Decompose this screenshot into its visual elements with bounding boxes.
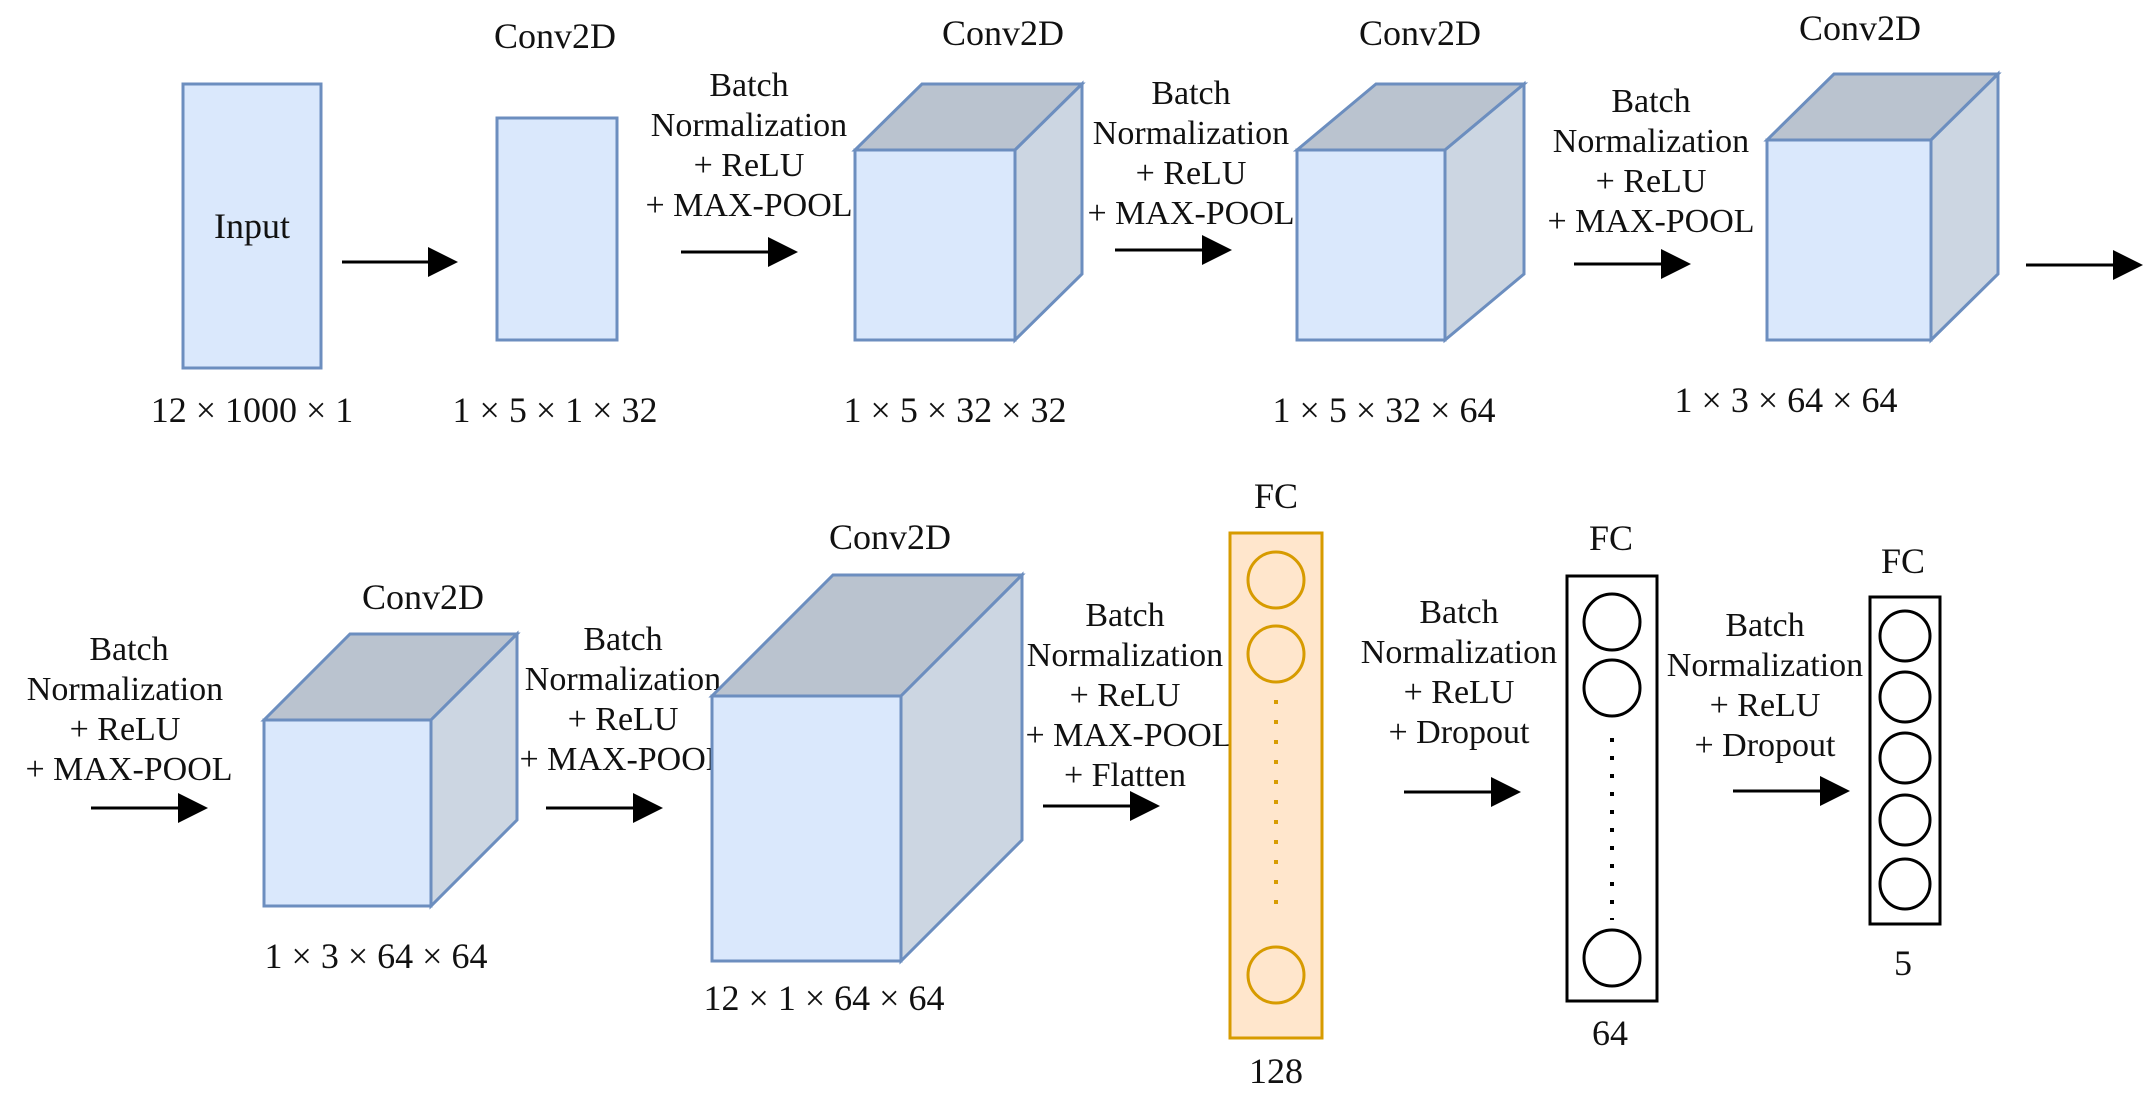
op7-label: Batch Normalization + ReLU + Dropout (1361, 594, 1557, 751)
fc3-neuron (1878, 609, 1932, 663)
op1-label: Batch Normalization + ReLU + MAX-POOL (645, 67, 852, 224)
conv2-cube (851, 80, 1086, 344)
svg-text:Normalization: Normalization (525, 661, 721, 698)
fc1-neuron (1246, 624, 1306, 684)
svg-text:Batch: Batch (89, 631, 168, 668)
conv2-dims: 1 × 5 × 32 × 32 (844, 390, 1067, 430)
fc3-neuron (1878, 793, 1932, 847)
conv1-dims: 1 × 5 × 1 × 32 (453, 390, 658, 430)
svg-text:+ MAX-POOL: + MAX-POOL (519, 741, 726, 778)
svg-text:Batch: Batch (1611, 83, 1690, 120)
conv3-title: Conv2D (1359, 13, 1481, 53)
svg-text:+ ReLU: + ReLU (1596, 163, 1707, 200)
input-block: Input (181, 82, 323, 370)
svg-text:Batch: Batch (583, 621, 662, 658)
fc3-layer (1868, 595, 1942, 926)
conv3-dims: 1 × 5 × 32 × 64 (1273, 390, 1496, 430)
fc1-neuron (1246, 945, 1306, 1005)
op6-label: Batch Normalization + ReLU + MAX-POOL + … (1025, 597, 1232, 794)
input-label: Input (214, 206, 290, 246)
fc3-neuron (1878, 731, 1932, 785)
svg-text:Batch: Batch (709, 67, 788, 104)
fc2-units: 64 (1592, 1013, 1628, 1053)
conv6-cube (708, 571, 1026, 965)
svg-text:Normalization: Normalization (1553, 123, 1749, 160)
fc2-neuron (1582, 928, 1642, 988)
svg-text:+ Dropout: + Dropout (1695, 727, 1837, 764)
fc3-units: 5 (1894, 943, 1912, 983)
svg-text:+ ReLU: + ReLU (70, 711, 181, 748)
op5-label: Batch Normalization + ReLU + MAX-POOL (519, 621, 726, 778)
input-dims: 12 × 1000 × 1 (151, 390, 354, 430)
svg-text:Normalization: Normalization (1093, 115, 1289, 152)
conv5-dims: 1 × 3 × 64 × 64 (265, 936, 488, 976)
svg-text:Normalization: Normalization (1667, 647, 1863, 684)
svg-text:Normalization: Normalization (27, 671, 223, 708)
conv1-title: Conv2D (494, 16, 616, 56)
fc3-neuron (1878, 670, 1932, 724)
conv1-block (495, 116, 619, 342)
svg-text:+ Dropout: + Dropout (1389, 714, 1531, 751)
svg-text:+ ReLU: + ReLU (1136, 155, 1247, 192)
fc1-title: FC (1254, 476, 1298, 516)
conv6-title: Conv2D (829, 517, 951, 557)
svg-text:+ ReLU: + ReLU (1710, 687, 1821, 724)
conv4-title: Conv2D (1799, 8, 1921, 48)
op8-label: Batch Normalization + ReLU + Dropout (1667, 607, 1863, 764)
fc2-title: FC (1589, 518, 1633, 558)
conv2-title: Conv2D (942, 13, 1064, 53)
svg-text:+ ReLU: + ReLU (694, 147, 805, 184)
svg-text:Normalization: Normalization (651, 107, 847, 144)
fc1-units: 128 (1249, 1051, 1303, 1091)
svg-text:Batch: Batch (1725, 607, 1804, 644)
svg-text:Normalization: Normalization (1027, 637, 1223, 674)
conv6-dims: 12 × 1 × 64 × 64 (704, 978, 945, 1018)
svg-text:+ Flatten: + Flatten (1064, 757, 1186, 794)
fc2-neuron (1582, 592, 1642, 652)
svg-text:Batch: Batch (1419, 594, 1498, 631)
op4-label: Batch Normalization + ReLU + MAX-POOL (25, 631, 232, 788)
op2-label: Batch Normalization + ReLU + MAX-POOL (1087, 75, 1294, 232)
svg-text:+ MAX-POOL: + MAX-POOL (1547, 203, 1754, 240)
conv4-cube (1763, 70, 2002, 344)
fc2-neuron (1582, 658, 1642, 718)
fc3-neuron (1878, 857, 1932, 911)
svg-text:+ ReLU: + ReLU (1404, 674, 1515, 711)
svg-text:+ MAX-POOL: + MAX-POOL (645, 187, 852, 224)
svg-text:+ ReLU: + ReLU (1070, 677, 1181, 714)
conv5-title: Conv2D (362, 577, 484, 617)
svg-text:+ MAX-POOL: + MAX-POOL (1025, 717, 1232, 754)
conv3-cube (1292, 80, 1529, 344)
fc2-layer (1565, 574, 1659, 1003)
svg-text:+ MAX-POOL: + MAX-POOL (25, 751, 232, 788)
svg-text:+ MAX-POOL: + MAX-POOL (1087, 195, 1294, 232)
svg-text:+ ReLU: + ReLU (568, 701, 679, 738)
fc3-title: FC (1881, 541, 1925, 581)
conv5-cube (260, 630, 521, 910)
svg-text:Normalization: Normalization (1361, 634, 1557, 671)
fc1-layer (1228, 531, 1324, 1040)
svg-text:Batch: Batch (1151, 75, 1230, 112)
op3-label: Batch Normalization + ReLU + MAX-POOL (1547, 83, 1754, 240)
svg-text:Batch: Batch (1085, 597, 1164, 634)
fc1-neuron (1246, 550, 1306, 610)
conv4-dims: 1 × 3 × 64 × 64 (1675, 380, 1898, 420)
